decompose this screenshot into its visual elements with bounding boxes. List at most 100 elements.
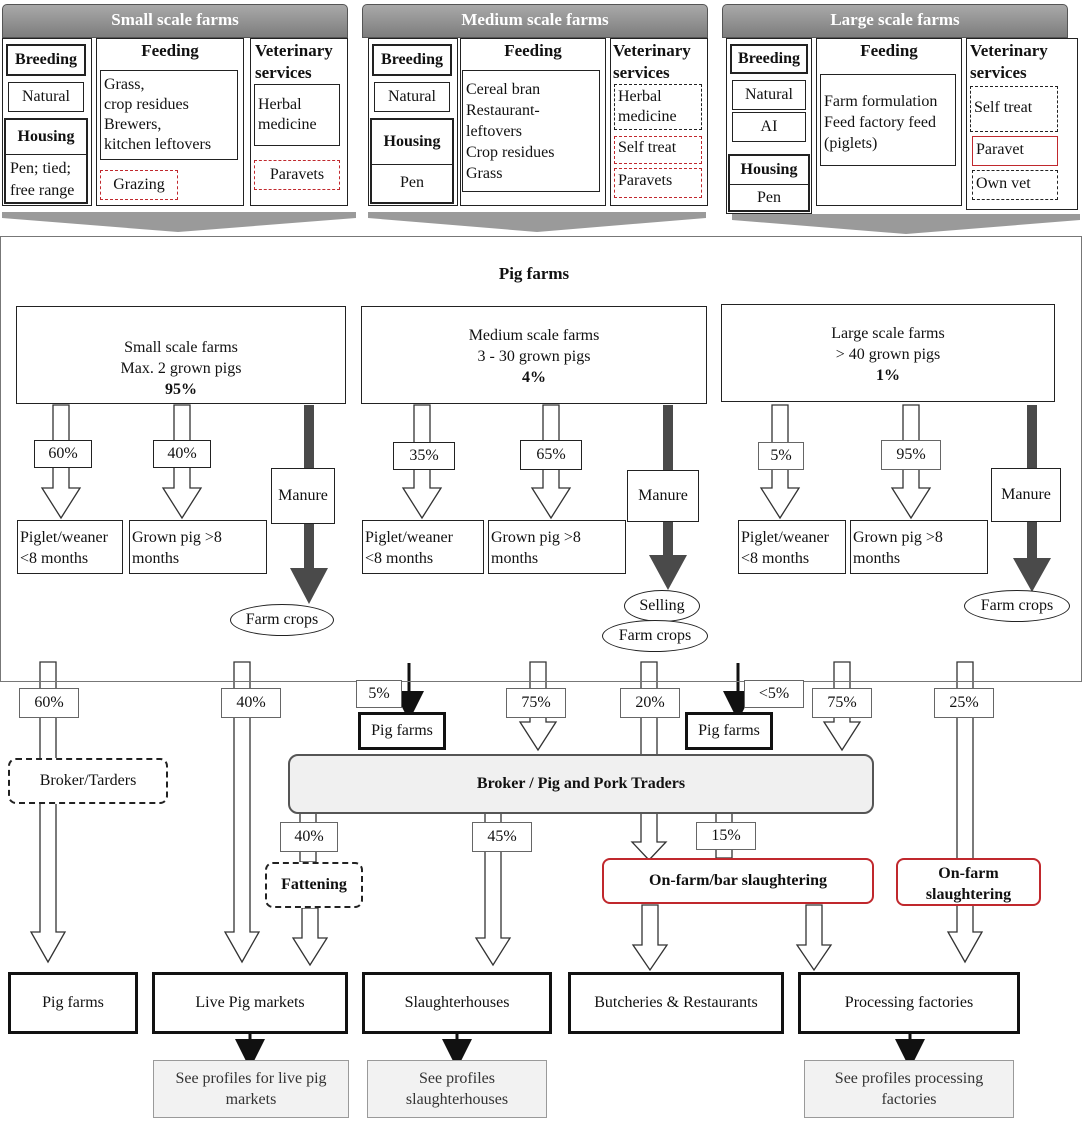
large-breeding-natural: Natural (732, 80, 806, 110)
profile-processing-factories[interactable]: See profiles processing factories (804, 1060, 1014, 1118)
chevron-medium (368, 212, 706, 232)
medium-breeding-label: Breeding (372, 44, 452, 76)
on-farm-slaughtering-2: slaughtering (925, 886, 1012, 903)
small-feed-item-4: kitchen leftovers (104, 136, 212, 153)
large-grown-pct: 95% (881, 440, 941, 470)
small-feed-item-2: crop residues (104, 96, 189, 113)
small-feeding-list: Grass, crop residues Brewers, kitchen le… (100, 70, 238, 160)
profile-processing-line-2: factories (881, 1091, 937, 1108)
broker-traders: Broker / Pig and Pork Traders (288, 754, 874, 814)
medium-vet-label-1: Veterinary (613, 41, 691, 60)
small-piglet-pct: 60% (34, 440, 92, 468)
large-farm-crops: Farm crops (964, 590, 1070, 622)
large-piglet-label-2: <8 months (741, 550, 810, 567)
medium-housing-value: Pen (400, 174, 424, 191)
medium-feed-item-5: Grass (466, 165, 503, 182)
on-farm-bar-slaughtering: On-farm/bar slaughtering (602, 858, 874, 904)
large-feed-item-2: Feed factory feed (824, 114, 936, 131)
medium-grown-label-2: months (491, 550, 539, 567)
medium-vet-herbal: Herbal medicine (614, 84, 702, 130)
medium-farm-crops: Farm crops (602, 620, 708, 652)
medium-grown-box: Grown pig >8 months (488, 520, 626, 574)
flow-medium-5: 5% (356, 680, 402, 708)
dest-slaughterhouses: Slaughterhouses (362, 972, 552, 1034)
small-feeding-label: Feeding (141, 41, 199, 60)
flow-broker-15: 15% (696, 822, 756, 850)
medium-vet-label-2: services (613, 63, 670, 82)
medium-feed-item-4: Crop residues (466, 144, 555, 161)
dest-processing-factories: Processing factories (798, 972, 1020, 1034)
profile-live-pig-markets[interactable]: See profiles for live pig markets (153, 1060, 349, 1118)
medium-feeding-list: Cereal bran Restaurant- leftovers Crop r… (462, 70, 600, 192)
large-breeding-label: Breeding (730, 44, 808, 74)
medium-vet-paravets: Paravets (614, 168, 702, 198)
small-vet-herbal: Herbal medicine (254, 84, 340, 146)
small-grown-label-2: months (132, 550, 180, 567)
flow-small-40: 40% (221, 688, 281, 718)
pig-farms-title: Pig farms (498, 264, 570, 283)
flow-small-60: 60% (19, 688, 79, 718)
small-housing-value-2: free range (10, 182, 75, 199)
medium-piglet-pct: 35% (393, 442, 455, 470)
small-vet-herbal-2: medicine (258, 116, 317, 133)
profile-slaughter-line-2: slaughterhouses (405, 1091, 509, 1108)
medium-feed-item-2: Restaurant- (466, 102, 540, 119)
medium-selling: Selling (624, 590, 700, 622)
large-housing-box: Housing Pen (728, 154, 810, 212)
medium-piglet-label-2: <8 months (365, 550, 434, 567)
medium-farm-share: 4% (522, 369, 546, 386)
on-farm-slaughtering: On-farm slaughtering (896, 858, 1041, 906)
medium-vet-self-treat: Self treat (614, 136, 702, 164)
large-vet-column: Veterinary services (966, 38, 1078, 210)
large-piglet-box: Piglet/weaner <8 months (738, 520, 846, 574)
flow-large-75: 75% (812, 688, 872, 718)
pig-farms-box-a: Pig farms (358, 712, 446, 750)
small-farm-size: Max. 2 grown pigs (120, 360, 242, 377)
large-farm-title: Large scale farms (831, 325, 945, 342)
pig-farms-box-b: Pig farms (685, 712, 773, 750)
large-housing-label: Housing (730, 156, 808, 185)
small-farm-summary: Small scale farms Max. 2 grown pigs 95% (16, 306, 346, 404)
profile-slaughterhouses[interactable]: See profiles slaughterhouses (367, 1060, 547, 1118)
large-feed-item-3: (piglets) (824, 135, 878, 152)
medium-breeding-natural: Natural (374, 82, 450, 112)
medium-feed-item-1: Cereal bran (466, 81, 541, 98)
large-vet-label-1: Veterinary (970, 41, 1048, 60)
medium-manure: Manure (627, 470, 699, 522)
flow-large-5: <5% (744, 680, 804, 708)
small-farm-crops: Farm crops (230, 604, 334, 636)
small-grown-box: Grown pig >8 months (129, 520, 267, 574)
flow-medium-75: 75% (506, 688, 566, 718)
small-grazing: Grazing (100, 170, 178, 200)
medium-farm-summary: Medium scale farms 3 - 30 grown pigs 4% (361, 306, 707, 404)
large-piglet-pct: 5% (758, 442, 804, 470)
large-feeding-list: Farm formulation Feed factory feed (pigl… (820, 74, 956, 166)
medium-housing-label: Housing (372, 120, 452, 165)
dest-pig-farms: Pig farms (8, 972, 138, 1034)
large-vet-label-2: services (970, 63, 1027, 82)
large-grown-box: Grown pig >8 months (850, 520, 988, 574)
small-breeding-natural: Natural (8, 82, 84, 112)
large-vet-paravet: Paravet (972, 136, 1058, 166)
arrow-onbar-butch (631, 904, 669, 972)
large-grown-label-2: months (853, 550, 901, 567)
fattening: Fattening (265, 862, 363, 908)
medium-piglet-box: Piglet/weaner <8 months (362, 520, 484, 574)
large-farm-size: > 40 grown pigs (835, 346, 941, 363)
medium-vet-column: Veterinary services (610, 38, 708, 206)
small-breeding-label: Breeding (6, 44, 86, 76)
small-vet-herbal-1: Herbal (258, 96, 302, 113)
medium-scale-header: Medium scale farms (362, 4, 708, 38)
medium-feeding-label: Feeding (504, 41, 562, 60)
large-vet-own-vet: Own vet (972, 170, 1058, 200)
chevron-small (2, 212, 356, 232)
medium-piglet-label-1: Piglet/weaner (365, 529, 453, 546)
small-piglet-label-1: Piglet/weaner (20, 529, 108, 546)
small-farm-title: Small scale farms (124, 339, 238, 356)
small-vet-label-2: services (255, 63, 312, 82)
small-piglet-box: Piglet/weaner <8 months (17, 520, 123, 574)
medium-grown-label-1: Grown pig >8 (491, 529, 581, 546)
small-scale-header: Small scale farms (2, 4, 348, 38)
large-grown-label-1: Grown pig >8 (853, 529, 943, 546)
small-manure: Manure (271, 468, 335, 524)
